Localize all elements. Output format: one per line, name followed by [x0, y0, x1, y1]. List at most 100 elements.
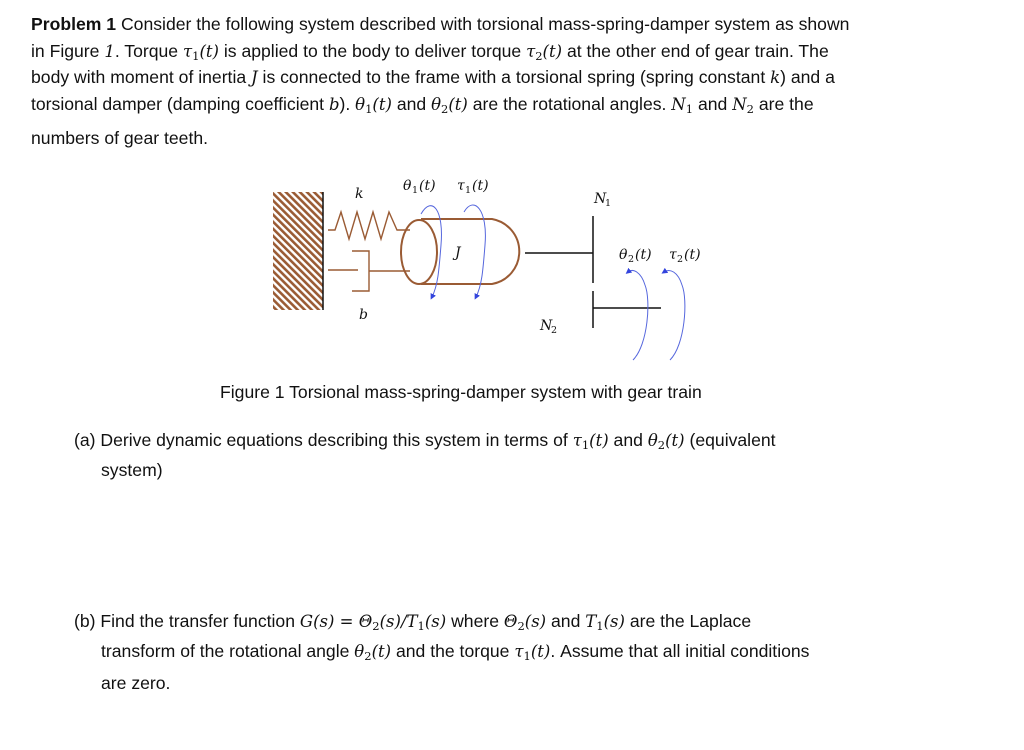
text-line: system): [101, 459, 163, 481]
text-segment: numbers of gear teeth.: [31, 128, 209, 148]
math-text: (t): [589, 431, 609, 450]
math-text: J: [251, 68, 258, 87]
math-text: N: [671, 95, 686, 114]
svg-text:2: 2: [628, 254, 634, 265]
svg-text:1: 1: [465, 185, 471, 196]
svg-text:(t): (t): [684, 247, 701, 263]
text-segment: ) and a: [780, 67, 835, 87]
math-text: τ: [526, 42, 536, 61]
math-text: 1: [685, 102, 694, 116]
text-segment: system): [101, 460, 163, 480]
math-text: 2: [535, 49, 543, 63]
math-text: 2: [746, 102, 754, 116]
text-segment: (b) Find the transfer function: [74, 611, 300, 631]
math-text: 1: [417, 619, 425, 633]
text-line: transform of the rotational angle θ2(t) …: [101, 640, 809, 667]
label-N2: N2: [539, 318, 557, 336]
text-segment: . Assume that all initial conditions: [550, 641, 810, 661]
svg-text:1: 1: [605, 198, 611, 209]
text-segment: and: [608, 430, 648, 450]
math-text: 1: [192, 49, 200, 63]
math-text: θ: [354, 642, 365, 661]
text-segment: are zero.: [101, 673, 171, 693]
text-line: in Figure 1. Torque τ1(t) is applied to …: [31, 40, 829, 67]
text-line: are zero.: [101, 672, 170, 694]
math-text: 1: [104, 42, 115, 61]
math-text: 1: [365, 102, 373, 116]
spring: [328, 209, 410, 242]
math-text: θ: [355, 95, 366, 114]
svg-text:τ: τ: [457, 178, 465, 194]
text-segment: body with moment of inertia: [31, 67, 252, 87]
math-text: k: [770, 68, 781, 87]
text-line: Problem 1 Consider the following system …: [31, 13, 849, 35]
svg-text:N: N: [539, 318, 553, 334]
text-segment: torsional damper (damping coefficient: [31, 94, 329, 114]
svg-text:N: N: [593, 191, 607, 207]
math-text: (t): [530, 642, 551, 661]
gear-train: [525, 216, 661, 328]
label-k: k: [355, 186, 363, 202]
text-segment: are the: [753, 94, 814, 114]
math-text: b: [328, 95, 340, 114]
inertia-cylinder: [400, 218, 521, 285]
math-text: (s): [603, 612, 625, 631]
math-text: (s): [524, 612, 547, 631]
text-line: body with moment of inertia J is connect…: [31, 66, 835, 89]
math-text: θ: [431, 95, 442, 114]
text-segment: is applied to the body to deliver torque: [218, 41, 527, 61]
text-line: numbers of gear teeth.: [31, 127, 208, 149]
text-segment: are the rotational angles.: [467, 94, 672, 114]
math-text: G(s) = Θ: [299, 612, 373, 631]
text-segment: (equivalent: [684, 430, 776, 450]
text-segment: and: [546, 611, 586, 631]
math-text: (t): [371, 642, 392, 661]
svg-text:(t): (t): [635, 247, 652, 263]
text-segment: where: [446, 611, 504, 631]
text-segment: at the other end of gear train. The: [562, 41, 829, 61]
svg-text:τ: τ: [669, 247, 677, 263]
svg-text:θ: θ: [403, 178, 412, 194]
math-text: τ: [182, 42, 193, 61]
rotation-arrows: [420, 204, 686, 361]
text-segment: and: [391, 94, 432, 114]
math-text: 2: [364, 649, 372, 663]
math-text: 2: [657, 438, 666, 452]
text-segment: Consider the following system described …: [116, 14, 850, 34]
math-text: N: [732, 95, 747, 114]
math-text: 2: [372, 619, 380, 633]
math-text: (t): [542, 42, 563, 61]
label-b: b: [359, 307, 368, 323]
math-text: 1: [596, 619, 604, 633]
svg-text:θ: θ: [619, 247, 628, 263]
text-segment: and: [693, 94, 733, 114]
svg-text:2: 2: [551, 325, 557, 336]
math-text: Θ: [503, 612, 518, 631]
svg-text:2: 2: [677, 254, 683, 265]
math-text: τ: [572, 431, 582, 450]
math-text: (t): [372, 95, 392, 114]
text-segment: are the Laplace: [624, 611, 752, 631]
math-text: (s): [424, 612, 447, 631]
label-J: J: [452, 245, 462, 261]
label-N1: N1: [593, 191, 611, 209]
text-segment: ).: [339, 94, 356, 114]
text-segment: . Torque: [114, 41, 183, 61]
math-text: T: [585, 612, 597, 631]
math-text: 1: [581, 438, 590, 452]
math-text: τ: [514, 642, 524, 661]
figure-caption: Figure 1 Torsional mass-spring-damper sy…: [220, 382, 702, 402]
math-text: θ: [647, 431, 658, 450]
text-segment: Problem 1: [31, 14, 117, 34]
math-text: 2: [517, 619, 525, 633]
text-segment: and the torque: [391, 641, 515, 661]
svg-text:(t): (t): [419, 178, 436, 194]
text-line: torsional damper (damping coefficient b)…: [31, 93, 814, 120]
math-text: (s)/T: [379, 612, 418, 631]
text-segment: is connected to the frame with a torsion…: [257, 67, 771, 87]
text-line: (b) Find the transfer function G(s) = Θ2…: [74, 610, 751, 637]
